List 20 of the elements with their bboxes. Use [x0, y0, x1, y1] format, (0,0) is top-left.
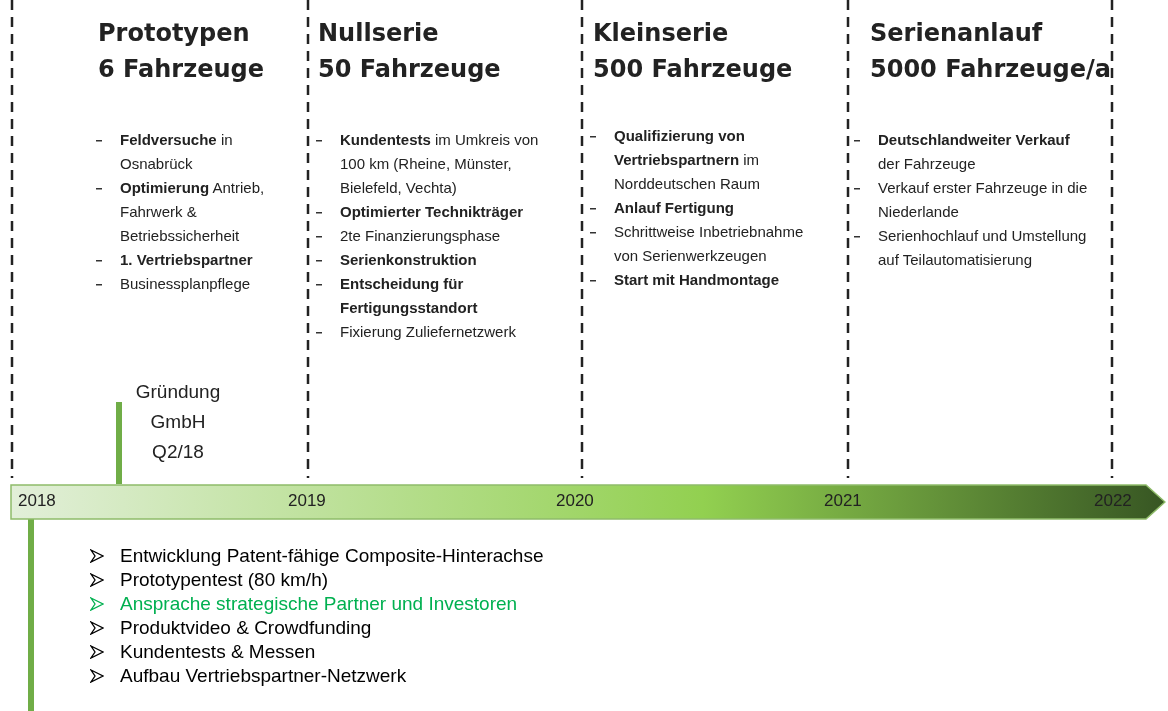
list-item: Ansprache strategische Partner und Investoren [90, 592, 518, 616]
phase-heading: Serienanlauf [870, 18, 1043, 48]
year-label: 2022 [1094, 491, 1132, 511]
year-label: 2019 [288, 491, 326, 511]
list-item: Entwicklung Patent-fähige Composite-Hinterachse [90, 544, 544, 568]
list-item: Prototypentest (80 km/h) [90, 568, 329, 592]
list-item: Aufbau Vertriebspartner-Netzwerk [90, 664, 407, 688]
list-item: Produktvideo & Crowdfunding [90, 616, 372, 640]
phase-heading: Nullserie [318, 18, 439, 48]
phase-heading: 500 Fahrzeuge [593, 54, 793, 84]
year-label: 2021 [824, 491, 862, 511]
phase-heading: Kleinserie [593, 18, 729, 48]
phase-heading: 6 Fahrzeuge [98, 54, 264, 84]
year-label: 2020 [556, 491, 594, 511]
list-item: Kundentests & Messen [90, 640, 316, 664]
phase-heading: 5000 Fahrzeuge/a [870, 54, 1111, 84]
phase-heading: 50 Fahrzeuge [318, 54, 501, 84]
milestone-label: Gründung GmbH Q2/18 [134, 380, 222, 464]
phase-heading: Prototypen [98, 18, 250, 48]
year-label: 2018 [18, 491, 56, 511]
